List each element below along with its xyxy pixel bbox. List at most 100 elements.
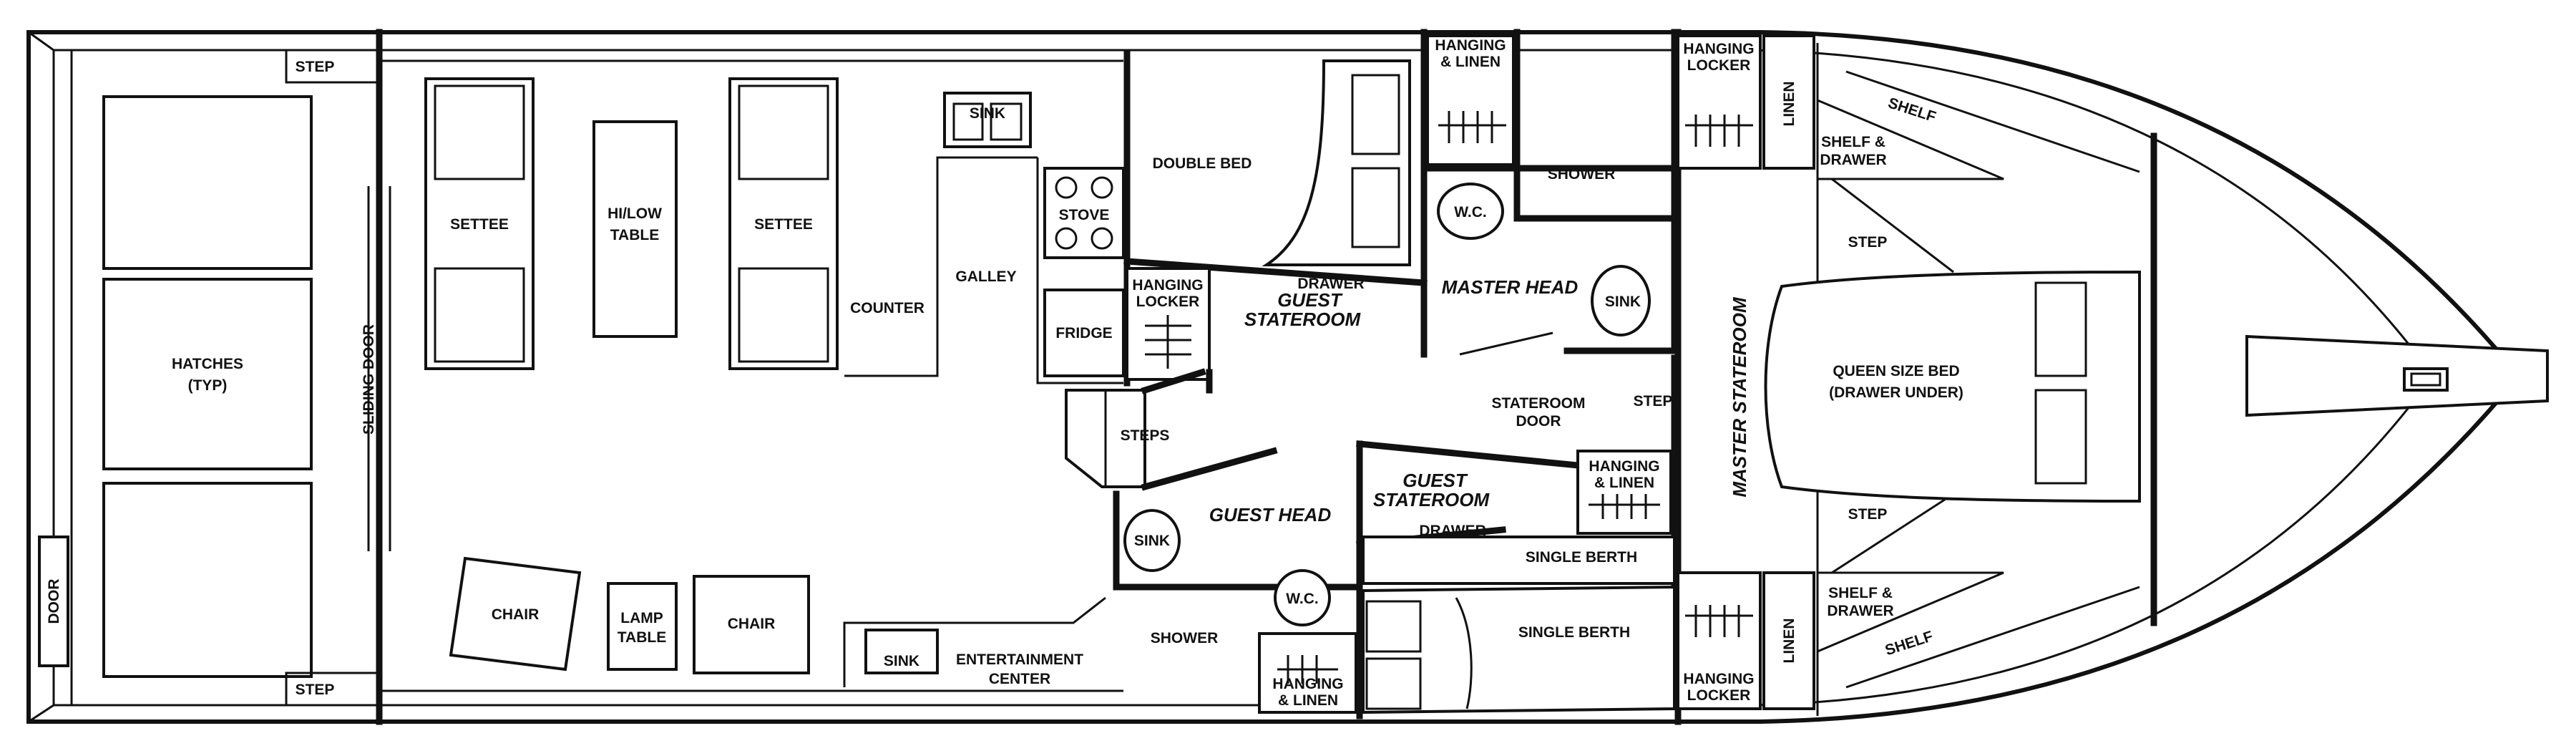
guest-head-wc-bowl [1274,569,1331,626]
settee-right [728,77,839,370]
single-berth-upper-box [1362,536,1676,585]
label-steps: STEPS [1121,427,1170,444]
bow-pulpit [2245,334,2549,417]
label-entertainment-center: CENTER [989,671,1050,687]
label-hanging-linen-top: HANGING [1435,37,1506,54]
label-galley: GALLEY [955,268,1016,285]
hatch-panel-2 [102,278,313,470]
label-master-head-sink: SINK [1605,294,1641,310]
label-hilow-table: TABLE [610,227,659,243]
hanging-linen-bottom-box [1258,632,1357,714]
label-counter: COUNTER [850,300,924,316]
label-sliding-door: SLIDING DOOR [361,324,377,435]
label-linen-bottom: LINEN [1781,619,1797,664]
label-stove: STOVE [1059,207,1110,223]
hatch-panel-1 [102,95,313,270]
label-stateroom-door: STATEROOM [1491,395,1585,412]
label-step-top: STEP [296,59,335,75]
hilow-table [592,120,678,338]
label-lamp: LAMP [620,610,663,626]
settee-left [424,77,535,370]
label-step-mid: STEP [1634,393,1673,410]
label-queen-bed-drawer: (DRAWER UNDER) [1829,384,1963,401]
master-head-wc-bowl [1437,183,1504,240]
label-shower-master: SHOWER [1548,166,1616,183]
label-chair-right: CHAIR [728,616,776,632]
label-drawer-mid: DRAWER [1297,276,1364,292]
label-master-stateroom: MASTER STATEROOM [1729,296,1750,498]
lamp-table [607,582,678,671]
queen-bed-shape [1764,270,2141,503]
single-berth-lower-box [1362,585,1676,714]
label-linen-top: LINEN [1781,82,1797,127]
master-head-area [1420,29,1678,356]
label-stateroom-door-2: DOOR [1516,413,1561,430]
steps-area [1065,368,1278,491]
label-entertainment-sink: SINK [884,653,919,669]
guest-head-area [1113,440,1363,719]
label-guest-head: GUEST HEAD [1209,504,1332,525]
galley-sink [943,92,1032,148]
guest-stateroom-aft [1356,354,1678,714]
label-guest-stateroom-fwd-2: STATEROOM [1244,309,1362,330]
label-guest-head-sink: SINK [1134,533,1170,549]
label-entertainment: ENTERTAINMENT [956,651,1083,668]
label-lamp-table: TABLE [618,629,666,646]
label-hanging-locker-top-2: LOCKER [1687,57,1751,74]
label-shelf-drawer-top-2: DRAWER [1820,152,1886,168]
linen-top-box [1762,34,1815,170]
label-step-fwd-bottom: STEP [1848,506,1888,523]
label-master-head: MASTER HEAD [1442,276,1579,298]
guest-head-sink-bowl [1123,509,1181,572]
label-shelf-drawer-top: SHELF & [1821,134,1885,150]
label-guest-stateroom-fwd: GUEST [1277,289,1343,311]
label-guest-stateroom-aft-2: STATEROOM [1373,489,1491,510]
guest-stateroom-fwd [1123,29,1428,394]
label-chair-left: CHAIR [492,606,540,623]
label-hanging-locker-top: HANGING [1683,41,1754,57]
entertainment-sink [864,629,939,674]
label-double-bed: DOUBLE BED [1153,155,1252,172]
chair-left-shape [449,556,582,672]
plan-labels: STEP STEP DOOR HATCHES (TYP) SLIDING DOO… [46,37,1963,709]
label-hanging-linen-bottom-2: & LINEN [1278,692,1338,709]
label-hilow: HI/LOW [608,205,662,222]
label-hatches: HATCHES [172,356,243,372]
label-galley-sink: SINK [970,105,1005,122]
label-hanging-linen-top-2: & LINEN [1440,54,1501,70]
label-hanging-locker-bottom-2: LOCKER [1687,687,1751,704]
label-single-berth-upper: SINGLE BERTH [1526,549,1637,566]
label-drawer-lower: DRAWER [1419,523,1485,539]
galley-area [844,92,1125,384]
label-shelf-bottom: SHELF [1883,628,1936,659]
label-hatches-typ: (TYP) [188,377,228,394]
label-queen-bed: QUEEN SIZE BED [1833,363,1959,379]
label-step-bottom: STEP [296,682,335,698]
label-hanging-linen-mid-2: & LINEN [1594,475,1654,491]
fridge-unit [1043,289,1125,377]
label-hanging-locker-mid-2: LOCKER [1136,294,1200,310]
label-wc-guest: W.C. [1286,591,1319,607]
hull-outline [26,30,2522,724]
label-hanging-linen-mid: HANGING [1589,458,1659,475]
label-hanging-linen-bottom: HANGING [1272,676,1343,692]
salon-area [379,59,1123,692]
label-hanging-locker-bottom: HANGING [1683,671,1754,687]
label-single-berth-lower: SINGLE BERTH [1518,624,1630,641]
linen-bottom-box [1762,571,1815,710]
label-settee-left: SETTEE [450,216,509,233]
hanging-linen-top-box [1426,34,1515,166]
hanging-linen-mid-box [1576,450,1672,535]
entertainment-area [843,596,1106,687]
label-step-fwd-top: STEP [1848,234,1888,251]
label-door: DOOR [46,579,62,624]
cockpit-area [38,29,383,725]
label-shelf-drawer-bottom: SHELF & [1828,585,1893,601]
hatch-panel-3 [102,482,313,678]
label-hanging-locker-mid: HANGING [1132,277,1203,294]
label-settee-right: SETTEE [754,216,813,233]
hanging-locker-top-box [1677,34,1762,170]
chair-right-shape [693,575,810,674]
